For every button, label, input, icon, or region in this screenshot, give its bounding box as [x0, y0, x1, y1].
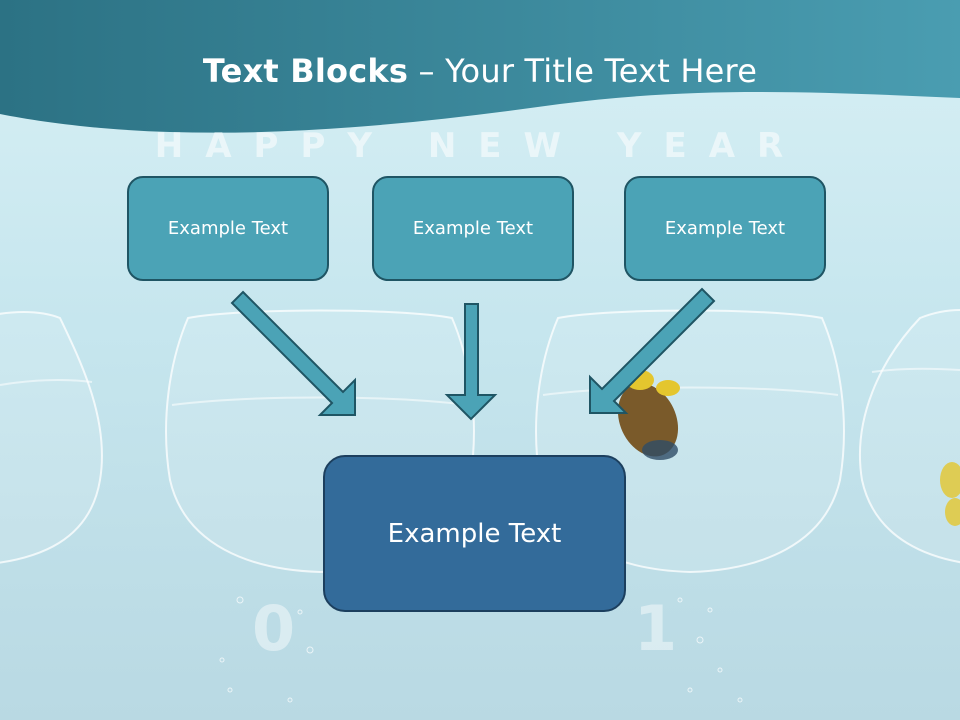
background-watermark-text: HAPPY NEW YEAR	[154, 126, 806, 166]
block-label: Example Text	[664, 218, 786, 239]
main-text-block[interactable]: Example Text	[323, 455, 626, 612]
block-label: Example Text	[412, 218, 534, 239]
title-rest-text: Your Title Text Here	[445, 52, 758, 90]
title-bold-text: Text Blocks	[202, 52, 409, 90]
block-label: Example Text	[387, 518, 562, 549]
background-digit: 1	[634, 592, 678, 665]
title-dash: –	[408, 52, 446, 90]
header-banner	[0, 0, 960, 133]
background-digit: 0	[252, 592, 296, 665]
top-text-block-2[interactable]: Example Text	[372, 176, 574, 281]
slide-title: Text Blocks – Your Title Text Here	[0, 52, 960, 90]
top-text-block-1[interactable]: Example Text	[127, 176, 329, 281]
top-text-block-3[interactable]: Example Text	[624, 176, 826, 281]
block-label: Example Text	[167, 218, 289, 239]
